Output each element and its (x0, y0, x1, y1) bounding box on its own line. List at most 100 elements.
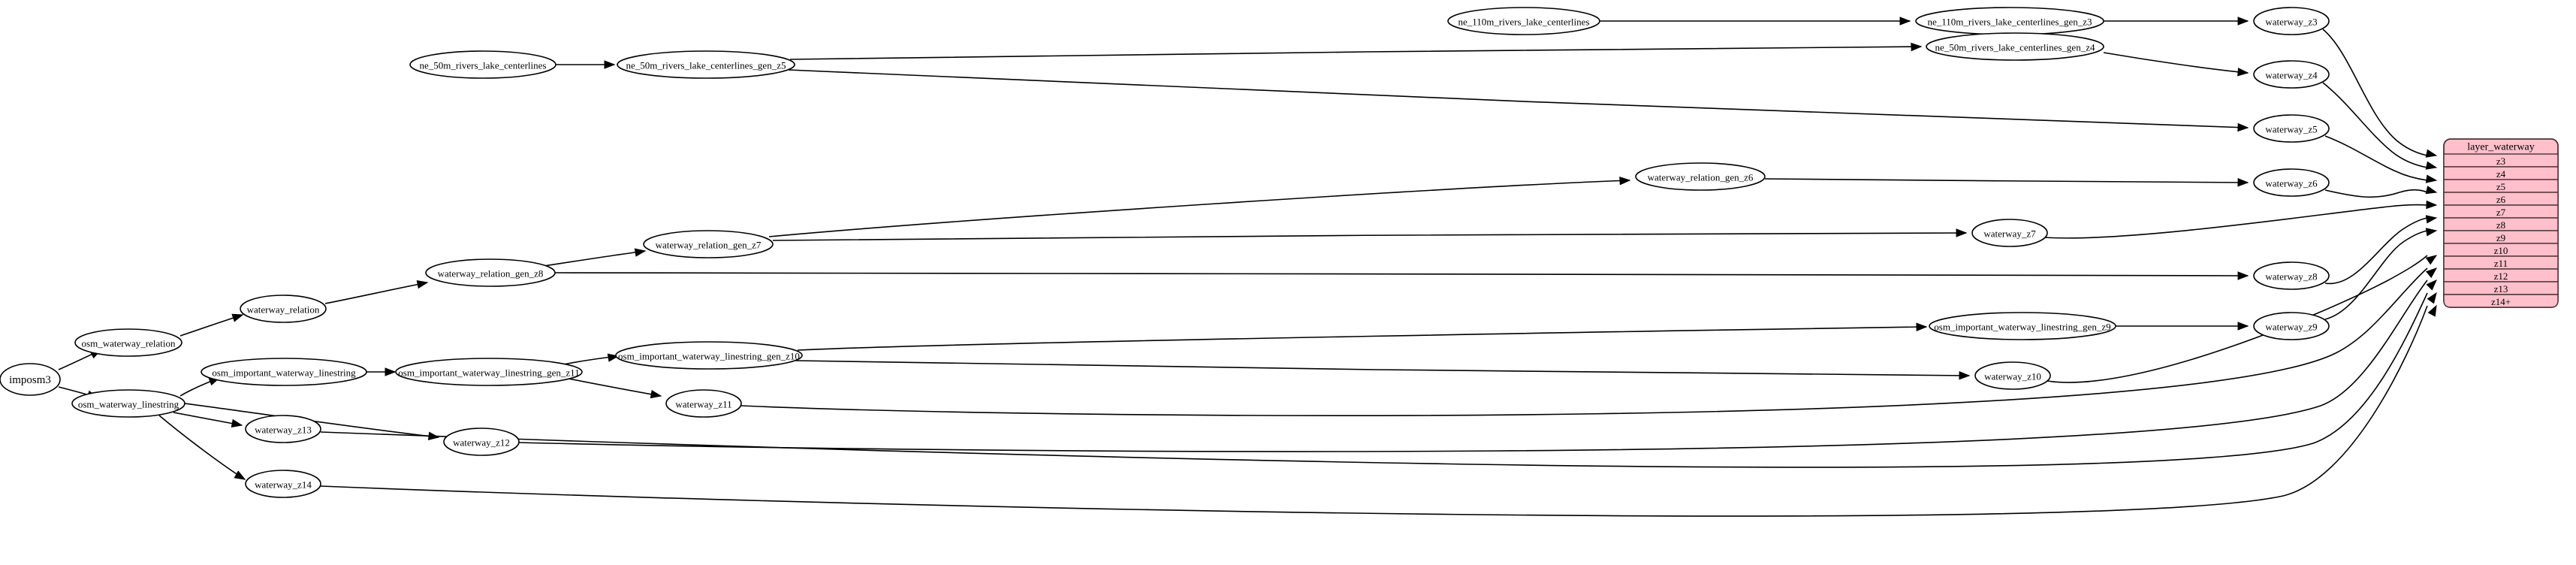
node-waterway_z9[interactable]: waterway_z9 (2253, 312, 2330, 340)
edge-waterway_relation-to-waterway_relation_gen_z8 (324, 282, 428, 304)
node-waterway_z6[interactable]: waterway_z6 (2253, 168, 2330, 197)
table-row-z9[interactable]: z9 (2443, 230, 2559, 244)
node-shape (643, 230, 774, 258)
layer-waterway-table[interactable]: layer_waterwayz3z4z5z6z7z8z9z10z11z12z13… (2443, 138, 2559, 308)
arrow-head-icon (2426, 200, 2438, 210)
node-osm_important_waterway_linestring_gen_z11[interactable]: osm_important_waterway_linestring_gen_z1… (395, 358, 583, 386)
edge-osm_important_waterway_linestring_gen_z10-to-osm_important_waterway_linestring_gen_z9 (797, 326, 1927, 351)
node-waterway_z14[interactable]: waterway_z14 (245, 470, 321, 498)
node-ne_110m_rivers_lake_centerlines_gen_z3[interactable]: ne_110m_rivers_lake_centerlines_gen_z3 (1915, 7, 2104, 35)
node-label: ne_50m_rivers_lake_centerlines (420, 60, 547, 71)
node-label: waterway_z11 (675, 399, 731, 410)
node-waterway_z5[interactable]: waterway_z5 (2253, 114, 2330, 143)
arrow-head-icon (2425, 174, 2438, 183)
table-cell-label: z4 (2496, 168, 2506, 180)
arrow-head-icon (427, 431, 440, 441)
node-shape (1447, 7, 1600, 35)
edge-waterway_relation_gen_z7-to-waterway_z7 (772, 232, 1967, 241)
node-shape (2253, 7, 2330, 35)
node-ne_50m_rivers_lake_centerlines_gen_z4[interactable]: ne_50m_rivers_lake_centerlines_gen_z4 (1926, 32, 2104, 61)
node-waterway_z10[interactable]: waterway_z10 (1974, 361, 2051, 390)
table-row-z13[interactable]: z13 (2443, 281, 2559, 295)
table-row-z12[interactable]: z12 (2443, 268, 2559, 282)
node-osm_important_waterway_linestring[interactable]: osm_important_waterway_linestring (201, 358, 367, 386)
node-label: osm_important_waterway_linestring_gen_z9 (1934, 322, 2110, 333)
table-row-z4[interactable]: z4 (2443, 166, 2559, 180)
node-imposm3[interactable]: imposm3 (0, 363, 61, 396)
node-ne_50m_rivers_lake_centerlines[interactable]: ne_50m_rivers_lake_centerlines (409, 50, 557, 79)
arrow-head-icon (2425, 255, 2438, 265)
arrow-head-icon (2425, 267, 2438, 279)
node-label: osm_waterway_linestring (78, 399, 179, 410)
nodes-layer: imposm3 osm_waterway_relation osm_waterway… (0, 7, 2330, 498)
edge-waterway_relation_gen_z8-to-waterway_z8 (554, 272, 2249, 276)
node-label: waterway_z8 (2265, 271, 2317, 282)
node-ne_110m_rivers_lake_centerlines[interactable]: ne_110m_rivers_lake_centerlines (1447, 7, 1600, 35)
arrow-head-icon (2427, 292, 2437, 304)
node-label: waterway_z13 (255, 425, 312, 436)
arrow-head-icon (1911, 42, 1923, 52)
node-waterway_z12[interactable]: waterway_z12 (443, 428, 520, 456)
node-label: waterway_z14 (255, 479, 312, 491)
node-osm_important_waterway_linestring_gen_z10[interactable]: osm_important_waterway_linestring_gen_z1… (615, 341, 803, 370)
edge-waterway_z4-to-layer_waterway_z4 (2322, 82, 2428, 168)
node-shape (2253, 312, 2330, 340)
node-waterway_z11[interactable]: waterway_z11 (665, 389, 742, 418)
node-osm_important_waterway_linestring_gen_z9[interactable]: osm_important_waterway_linestring_gen_z9 (1929, 312, 2116, 340)
node-waterway_z13[interactable]: waterway_z13 (245, 415, 321, 443)
node-shape (1926, 32, 2104, 61)
arrow-head-icon (231, 313, 244, 322)
arrowheads-layer (86, 17, 2438, 480)
node-label: waterway_relation_gen_z7 (656, 240, 762, 251)
arrow-head-icon (385, 367, 397, 376)
node-waterway_relation_gen_z8[interactable]: waterway_relation_gen_z8 (425, 258, 556, 287)
node-osm_waterway_linestring[interactable]: osm_waterway_linestring (71, 389, 186, 418)
node-shape (665, 389, 742, 418)
node-waterway_relation[interactable]: waterway_relation (240, 295, 327, 323)
table-row-z5[interactable]: z5 (2443, 179, 2559, 193)
edge-waterway_z8-to-layer_waterway_z8 (2324, 217, 2428, 285)
table-row-z7[interactable]: z7 (2443, 204, 2559, 219)
table-cell-label: z10 (2494, 245, 2508, 256)
table-row-z3[interactable]: z3 (2443, 153, 2559, 168)
node-waterway_z8[interactable]: waterway_z8 (2253, 261, 2330, 290)
node-shape (443, 428, 520, 456)
table-row-z14plus[interactable]: z14+ (2443, 294, 2559, 308)
table-row-z8[interactable]: z8 (2443, 217, 2559, 231)
node-label: waterway_relation_gen_z8 (438, 268, 544, 279)
table-row-z11[interactable]: z11 (2443, 255, 2559, 270)
arrow-head-icon (634, 248, 647, 257)
arrow-head-icon (2237, 271, 2249, 280)
node-waterway_relation_gen_z6[interactable]: waterway_relation_gen_z6 (1635, 162, 1766, 191)
edge-waterway_z11-to-layer_waterway_z11 (741, 267, 2428, 416)
node-shape (2253, 168, 2330, 197)
table-cell-label: z6 (2496, 194, 2506, 205)
edge-ne_50m_rivers_lake_centerlines_gen_z5-to-waterway_z5 (788, 69, 2249, 128)
arrow-head-icon (604, 60, 616, 69)
edge-waterway_z7-to-layer_waterway_z7 (2044, 204, 2428, 239)
arrow-head-icon (2237, 17, 2249, 26)
node-shape (1974, 361, 2051, 390)
arrow-head-icon (2425, 215, 2438, 224)
table-row-z10[interactable]: z10 (2443, 243, 2559, 257)
table-row-z6[interactable]: z6 (2443, 192, 2559, 206)
arrow-head-icon (1899, 17, 1911, 26)
arrow-head-icon (1619, 176, 1631, 186)
node-waterway_z7[interactable]: waterway_z7 (1971, 219, 2048, 247)
node-waterway_relation_gen_z7[interactable]: waterway_relation_gen_z7 (643, 230, 774, 258)
edge-osm_important_waterway_linestring_gen_z11-to-waterway_z11 (568, 378, 662, 397)
edge-waterway_relation_gen_z7-to-waterway_relation_gen_z6 (768, 180, 1630, 237)
node-label: waterway_z9 (2265, 322, 2317, 333)
edge-ne_50m_rivers_lake_centerlines_gen_z5-to-ne_50m_rivers_lake_centerlines_gen_z4 (789, 46, 1922, 60)
node-osm_waterway_relation[interactable]: osm_waterway_relation (74, 328, 182, 357)
node-ne_50m_rivers_lake_centerlines_gen_z5[interactable]: ne_50m_rivers_lake_centerlines_gen_z5 (617, 50, 795, 79)
edges-layer (58, 20, 2428, 517)
node-shape (1971, 219, 2048, 247)
node-waterway_z3[interactable]: waterway_z3 (2253, 7, 2330, 35)
node-waterway_z4[interactable]: waterway_z4 (2253, 60, 2330, 89)
edge-waterway_z14-to-layer_waterway_z14 (320, 305, 2428, 517)
node-shape (71, 389, 186, 418)
node-label: ne_50m_rivers_lake_centerlines_gen_z5 (626, 60, 786, 71)
node-shape (1929, 312, 2116, 340)
